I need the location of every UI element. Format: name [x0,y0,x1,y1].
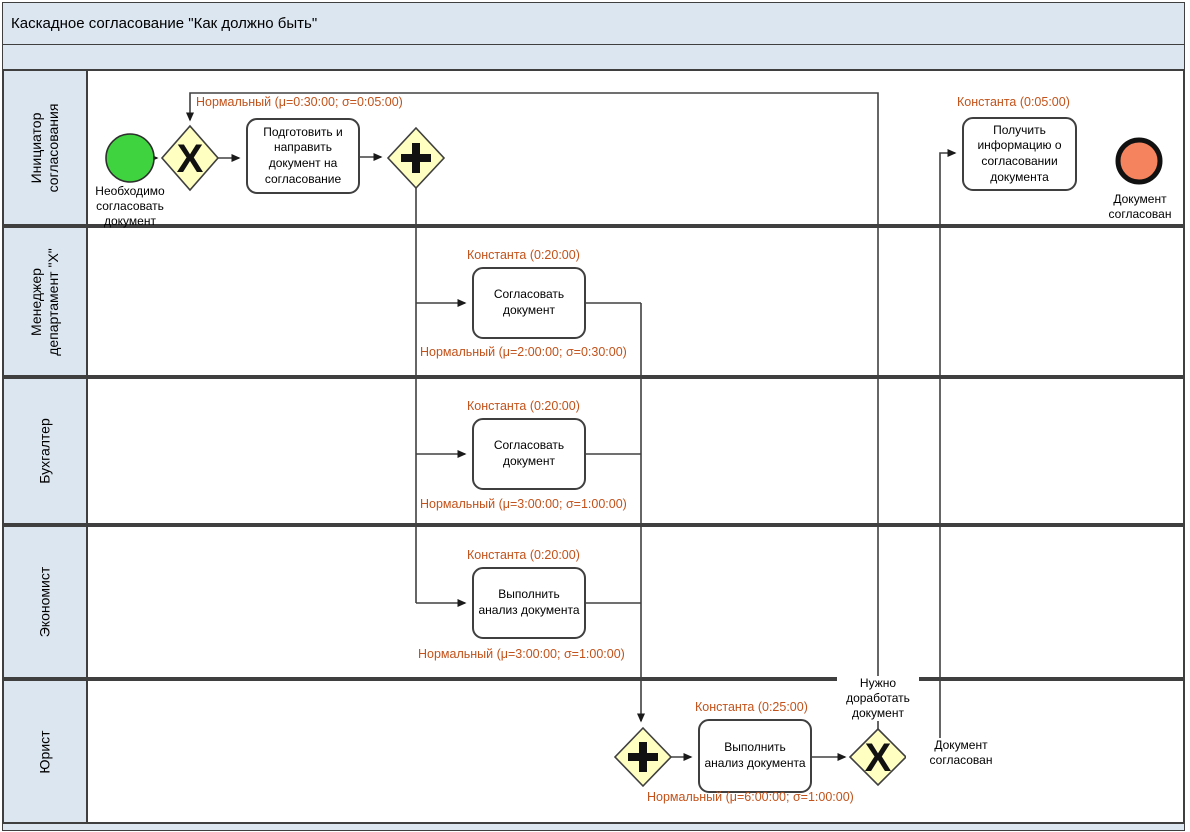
lane-label-cell[interactable]: Менеджер департамент "X" [4,228,88,375]
task-economist-analyze[interactable]: Выполнить анализ документа [472,567,586,639]
lane-label: Бухгалтер [36,418,53,484]
annotation-economist-wait: Константа (0:20:00) [467,548,580,562]
lane-label-cell[interactable]: Инициатор согласования [4,71,88,224]
task-prepare-document[interactable]: Подготовить и направить документ на согл… [246,118,360,194]
task-manager-approve[interactable]: Согласовать документ [472,267,586,339]
lane-label-cell[interactable]: Бухгалтер [4,379,88,523]
approved-edge-label: Документ согласован [906,738,1016,768]
annotation-economist-time: Нормальный (μ=3:00:00; σ=1:00:00) [418,647,625,661]
lane-label: Юрист [36,729,53,774]
lane-label-cell[interactable]: Экономист [4,527,88,677]
annotation-manager-wait: Константа (0:20:00) [467,248,580,262]
lane-label-cell[interactable]: Юрист [4,681,88,822]
rework-edge-label: Нужно доработать документ [837,676,919,721]
task-receive-info[interactable]: Получить информацию о согласовании докум… [962,117,1077,191]
start-event-label: Необходимо согласовать документ [95,184,165,228]
task-lawyer-analyze[interactable]: Выполнить анализ документа [698,719,812,793]
annotation-lawyer-time: Нормальный (μ=6:00:00; σ=1:00:00) [647,790,854,804]
annotation-receive-wait: Константа (0:05:00) [957,95,1070,109]
annotation-manager-time: Нормальный (μ=2:00:00; σ=0:30:00) [420,345,627,359]
pool-header-strip [2,44,1185,70]
task-accountant-approve[interactable]: Согласовать документ [472,418,586,490]
annotation-lawyer-wait: Константа (0:25:00) [695,700,808,714]
annotation-prepare-time: Нормальный (μ=0:30:00; σ=0:05:00) [196,95,403,109]
end-event-label: Документ согласован [1108,192,1172,221]
annotation-accountant-wait: Константа (0:20:00) [467,399,580,413]
lane-label: Менеджер департамент "X" [28,247,61,356]
lane-label: Инициатор согласования [28,103,61,192]
lane-label: Экономист [36,566,53,638]
pool-title: Каскадное согласование "Как должно быть" [2,2,1185,45]
annotation-accountant-time: Нормальный (μ=3:00:00; σ=1:00:00) [420,497,627,511]
